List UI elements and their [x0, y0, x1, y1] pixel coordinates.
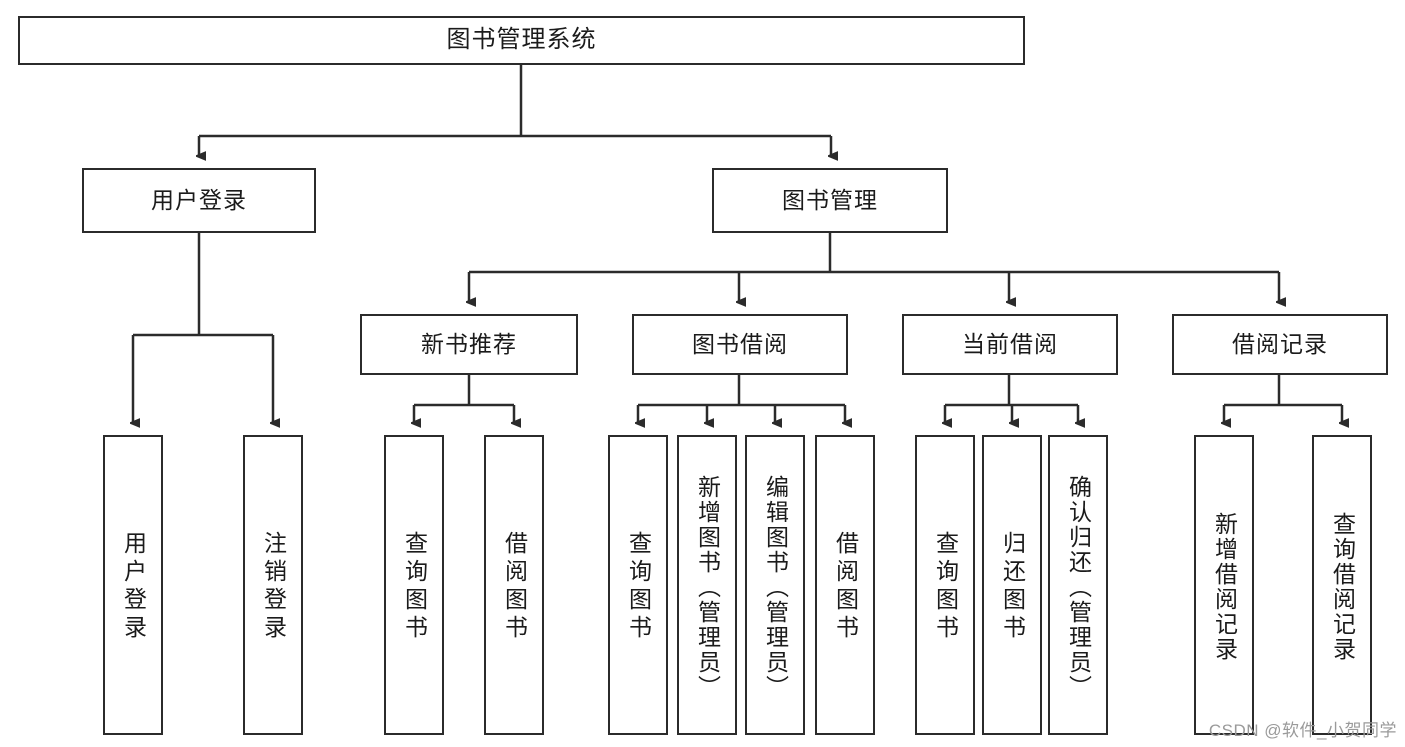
node-new-book-recommend[interactable]: 新书推荐 [360, 314, 578, 375]
leaf-borrow-record-add[interactable]: 新增借阅记录 [1194, 435, 1254, 735]
node-current-borrow[interactable]: 当前借阅 [902, 314, 1118, 375]
node-borrow-record[interactable]: 借阅记录 [1172, 314, 1388, 375]
leaf-current-borrow-confirm-admin[interactable]: 确认归还（管理员） [1048, 435, 1108, 735]
leaf-book-borrow-query[interactable]: 查询图书 [608, 435, 668, 735]
leaf-borrow-record-query[interactable]: 查询借阅记录 [1312, 435, 1372, 735]
leaf-user-login-logout[interactable]: 注销登录 [243, 435, 303, 735]
node-root-system[interactable]: 图书管理系统 [18, 16, 1025, 65]
leaf-book-borrow-edit-admin[interactable]: 编辑图书（管理员） [745, 435, 805, 735]
leaf-new-book-query[interactable]: 查询图书 [384, 435, 444, 735]
node-user-login[interactable]: 用户登录 [82, 168, 316, 233]
leaf-current-borrow-return[interactable]: 归还图书 [982, 435, 1042, 735]
leaf-book-borrow-add-admin[interactable]: 新增图书（管理员） [677, 435, 737, 735]
leaf-user-login-signin[interactable]: 用户登录 [103, 435, 163, 735]
csdn-watermark: CSDN @软件_小贺同学 [1208, 721, 1397, 740]
node-book-borrow[interactable]: 图书借阅 [632, 314, 848, 375]
leaf-book-borrow-borrow[interactable]: 借阅图书 [815, 435, 875, 735]
leaf-current-borrow-query[interactable]: 查询图书 [915, 435, 975, 735]
node-book-management[interactable]: 图书管理 [712, 168, 948, 233]
leaf-new-book-borrow[interactable]: 借阅图书 [484, 435, 544, 735]
